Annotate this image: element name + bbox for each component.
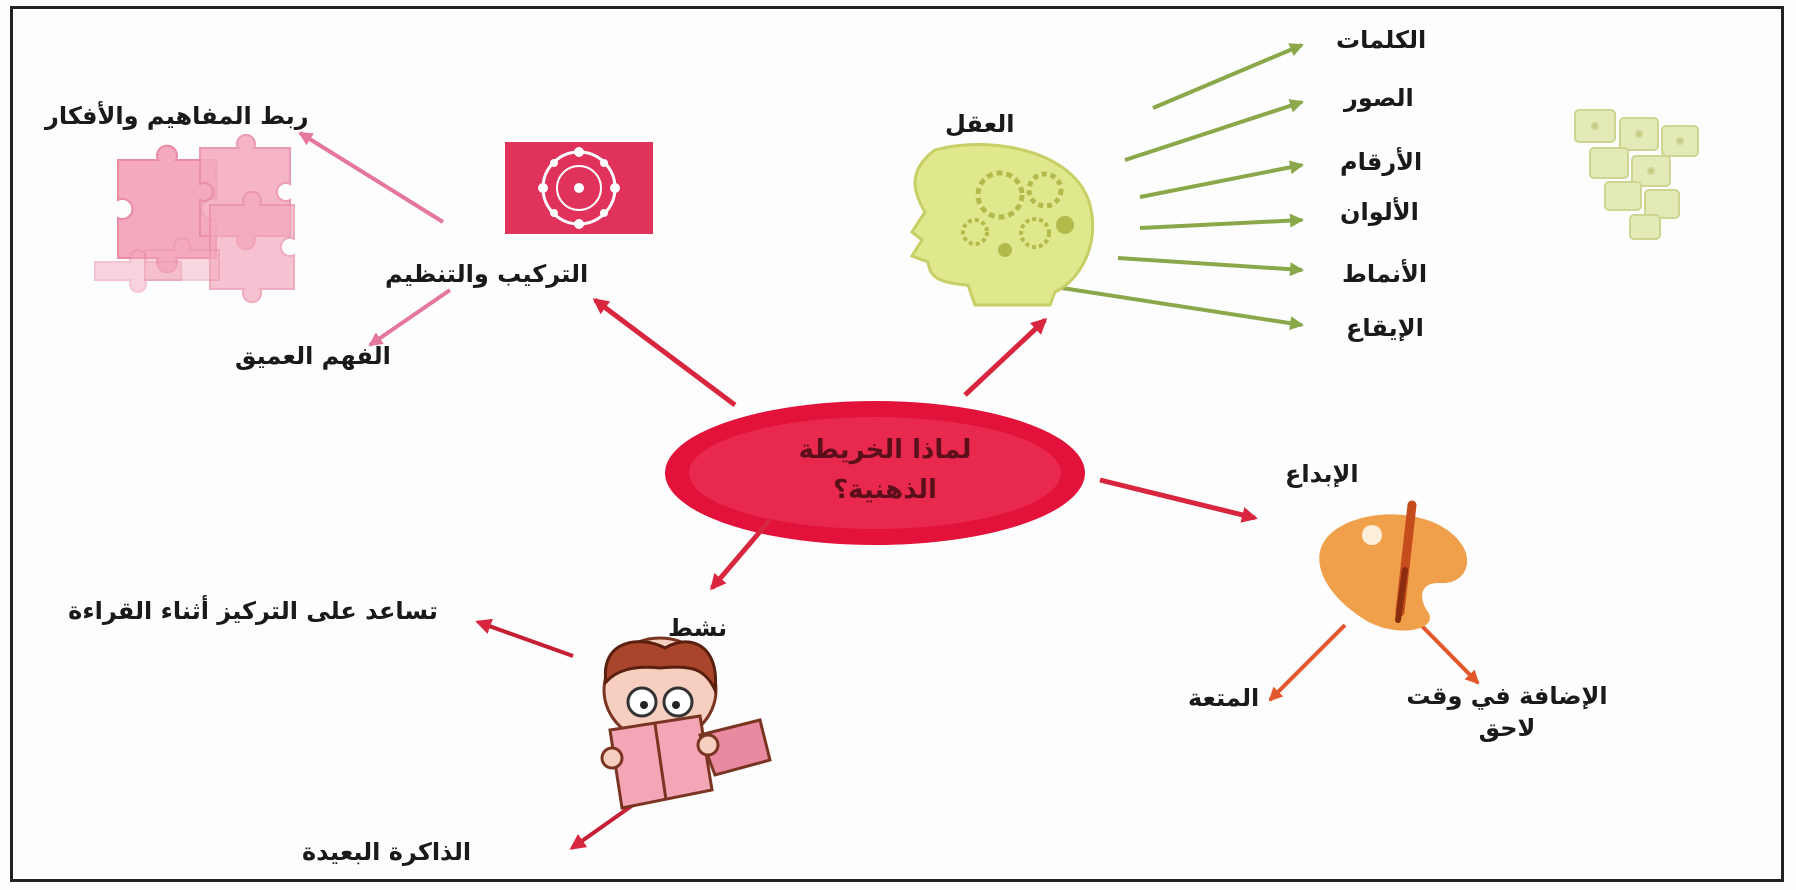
center-node [665, 401, 1085, 545]
puzzle-icon [94, 133, 295, 304]
linking-ideas-label: ربط المفاهيم والأفكار [45, 102, 309, 130]
arrow-pictures [1124, 99, 1304, 162]
arrow-colors [1139, 213, 1304, 230]
item-numbers: الأرقام [1340, 148, 1423, 176]
synthesis-label: التركيب والتنظيم [385, 260, 589, 288]
arrow-later [1416, 620, 1480, 685]
item-words: الكلمات [1336, 26, 1427, 54]
focus-reading-label: تساعد على التركيز أثناء القراءة [68, 597, 438, 625]
arrow-fun [1268, 623, 1347, 702]
center-title: لماذا الخريطة الذهنية؟ [798, 435, 972, 506]
mind-label: العقل [945, 110, 1015, 138]
frame-border [10, 6, 1784, 882]
molecule-icon [505, 142, 653, 234]
center-node-glow [689, 417, 1061, 529]
arrow-to-mind [963, 317, 1048, 397]
long-term-memory-label: الذاكرة البعيدة [302, 838, 472, 866]
arrow-to-creativity [1099, 477, 1258, 523]
dice-icon [1574, 109, 1699, 240]
palette-icon [1319, 500, 1468, 631]
fun-label: المتعة [1188, 684, 1260, 712]
arrow-to-synthesis [592, 298, 737, 407]
item-colors: الألوان [1340, 198, 1419, 226]
arrow-patterns [1117, 256, 1304, 277]
creativity-label: الإبداع [1285, 460, 1359, 488]
active-label: نشط [668, 614, 728, 642]
deep-understanding-label: الفهم العميق [235, 342, 391, 370]
item-pictures: الصور [1344, 84, 1414, 112]
arrow-words [1152, 43, 1304, 110]
item-rhythm: الإيقاع [1346, 314, 1424, 342]
add-later-label: الإضافة في وقت لاحق [1406, 682, 1608, 743]
arrow-focus [475, 618, 574, 658]
arrow-to-active [710, 518, 772, 591]
arrow-linking [298, 131, 445, 224]
arrow-deep-understanding [368, 288, 452, 347]
arrow-rhythm [1061, 286, 1304, 331]
brain-head-icon [909, 143, 1095, 307]
arrow-numbers [1139, 160, 1304, 199]
item-patterns: الأنماط [1342, 260, 1428, 288]
reading-boy-icon [600, 636, 772, 810]
